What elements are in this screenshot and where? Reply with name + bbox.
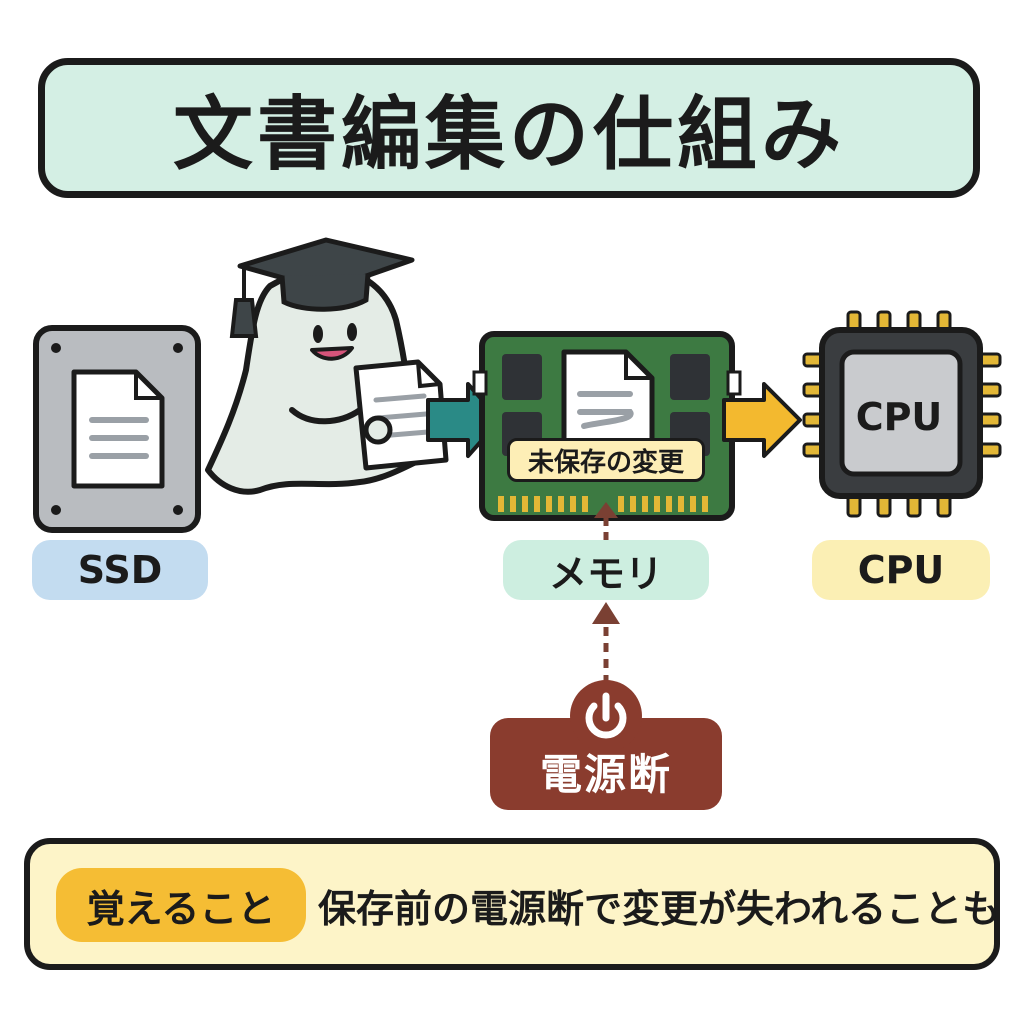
unsaved-changes-text: 未保存の変更 [527,447,684,478]
power-icon [566,676,646,756]
memory-module-icon [472,331,742,521]
cpu-chip-icon [802,310,1002,518]
remember-text: 保存前の電源断で変更が失われることも [318,886,1001,931]
arrow-pill-to-memory [594,502,618,540]
page-title: 文書編集の仕組み [173,88,845,181]
remember-tag: 覚えること [56,868,306,942]
ssd-drive-icon [33,325,201,533]
unsaved-changes-label: 未保存の変更 [507,438,705,482]
document-icon [71,369,165,489]
cpu-chip-label: CPU [855,395,943,439]
title-banner: 文書編集の仕組み [38,58,980,198]
memory-label: メモリ [503,540,709,600]
cpu-label: CPU [812,540,990,600]
remember-note: 覚えること 保存前の電源断で変更が失われることも [24,838,1000,970]
ssd-label: SSD [32,540,208,600]
arrow-to-cpu [722,382,802,458]
power-off-label: 電源断 [539,750,672,799]
arrow-power-to-memory [592,602,620,684]
graduate-ghost-icon [205,237,449,495]
